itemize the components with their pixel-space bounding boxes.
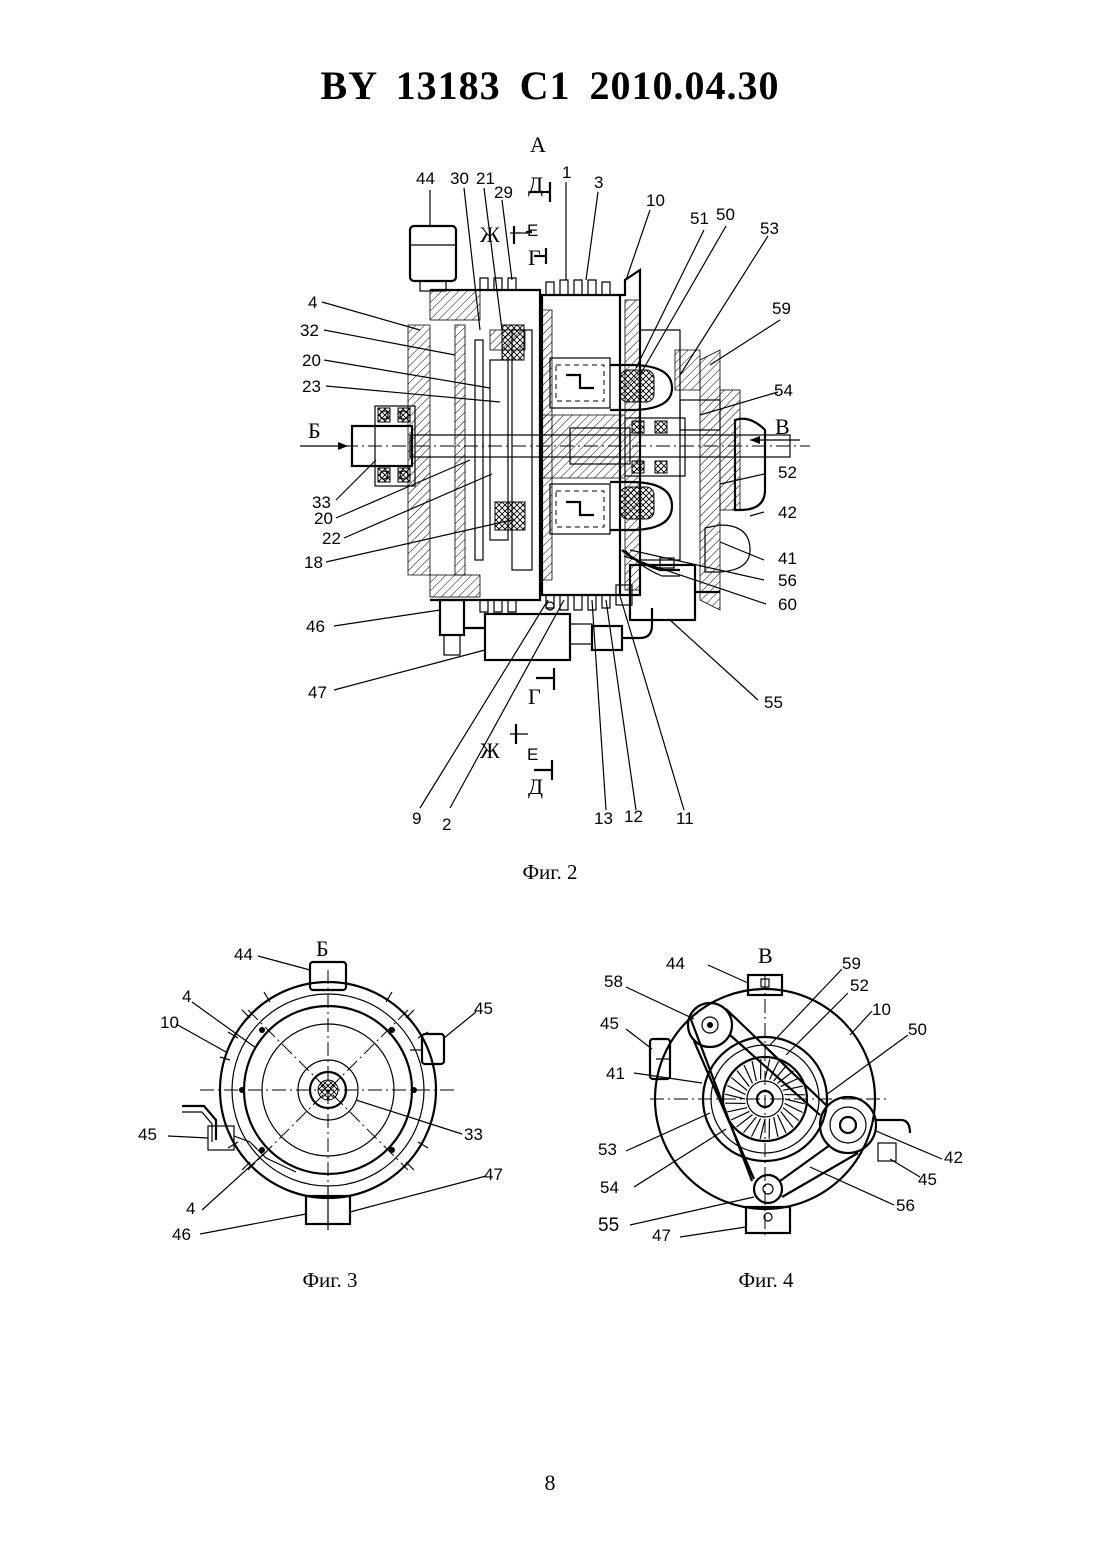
document-header: BY 13183 C1 2010.04.30 <box>0 62 1100 109</box>
fig4-callout-45-right: 45 <box>918 1170 937 1189</box>
figure-2-drawing: А <box>280 130 840 840</box>
callout-60: 60 <box>778 595 797 614</box>
view-label-b: Б <box>316 936 329 961</box>
fig3-callout-44: 44 <box>234 945 253 964</box>
figure-4-drawing: В <box>590 935 980 1255</box>
callout-11: 11 <box>676 809 694 828</box>
fan-blade <box>774 1117 778 1137</box>
view-arrow-v: В <box>775 414 790 439</box>
fig3-callout-33: 33 <box>464 1125 483 1144</box>
fig4-callout-41: 41 <box>606 1064 625 1083</box>
callout-21: 21 <box>476 169 495 188</box>
callout-53: 53 <box>760 219 779 238</box>
callout-44: 44 <box>416 169 435 188</box>
callout-4: 4 <box>308 293 317 312</box>
callout-59: 59 <box>772 299 791 318</box>
callout-42: 42 <box>778 503 797 522</box>
fig3-callout-47: 47 <box>484 1165 503 1184</box>
section-mark-zh-bottom: Ж <box>480 738 500 763</box>
callout-29: 29 <box>494 183 513 202</box>
callout-9: 9 <box>412 809 421 828</box>
fig3-callout-4-top: 4 <box>182 987 191 1006</box>
callout-52: 52 <box>778 463 797 482</box>
callout-56: 56 <box>778 571 797 590</box>
callout-32: 32 <box>300 321 319 340</box>
section-mark-e-bottom: Е <box>527 745 538 764</box>
callout-46: 46 <box>306 617 325 636</box>
callout-41: 41 <box>778 549 797 568</box>
callout-12: 12 <box>624 807 643 826</box>
callout-1: 1 <box>562 163 571 182</box>
callout-50: 50 <box>716 205 735 224</box>
view-label-a: А <box>530 132 546 157</box>
callout-20-bottom: 20 <box>314 509 333 528</box>
fan-blade <box>727 1108 747 1112</box>
fig4-callout-50: 50 <box>908 1020 927 1039</box>
section-mark-d-top: Д <box>528 172 543 197</box>
fig4-callout-56: 56 <box>896 1196 915 1215</box>
fan-blade <box>752 1061 756 1081</box>
fig4-callout-44: 44 <box>666 954 685 973</box>
callout-13: 13 <box>594 809 613 828</box>
fig4-callout-47: 47 <box>652 1226 671 1245</box>
callout-55: 55 <box>764 693 783 712</box>
callout-30: 30 <box>450 169 469 188</box>
section-mark-d-bottom: Д <box>528 774 543 799</box>
fig4-callout-52: 52 <box>850 976 869 995</box>
fig4-callout-59: 59 <box>842 954 861 973</box>
section-mark-g-bottom: Г <box>528 684 541 709</box>
fig4-callout-42: 42 <box>944 1148 963 1167</box>
page-number: 8 <box>0 1470 1100 1496</box>
fig3-callout-46: 46 <box>172 1225 191 1244</box>
section-mark-e-top: Е <box>527 221 538 240</box>
fig3-callout-4-bottom: 4 <box>186 1199 195 1218</box>
fan-blade <box>760 1119 765 1139</box>
view-label-v: В <box>758 943 773 968</box>
callout-23: 23 <box>302 377 321 396</box>
fan-blade <box>725 1094 745 1099</box>
fig4-callout-45-left: 45 <box>600 1014 619 1033</box>
callout-51: 51 <box>690 209 709 228</box>
callout-18: 18 <box>304 553 323 572</box>
callout-20-top: 20 <box>302 351 321 370</box>
view-arrow-b: Б <box>308 418 321 443</box>
callout-3: 3 <box>594 173 603 192</box>
fig4-callout-10: 10 <box>872 1000 891 1019</box>
figure-2-caption: Фиг. 2 <box>470 860 630 885</box>
fig4-callout-53: 53 <box>598 1140 617 1159</box>
fig4-callout-58: 58 <box>604 972 623 991</box>
fig3-callout-10: 10 <box>160 1013 179 1032</box>
fig4-callout-54: 54 <box>600 1178 619 1197</box>
callout-2: 2 <box>442 815 451 834</box>
fig3-callout-45-right: 45 <box>474 999 493 1018</box>
fig3-callout-45-left: 45 <box>138 1125 157 1144</box>
figure-4-caption: Фиг. 4 <box>696 1268 836 1293</box>
callout-54: 54 <box>774 381 793 400</box>
callout-22: 22 <box>322 529 341 548</box>
callout-47: 47 <box>308 683 327 702</box>
section-mark-g-top: Г <box>528 245 541 270</box>
fig4-callout-55: 55 <box>598 1215 619 1236</box>
callout-10: 10 <box>646 191 665 210</box>
figure-3-caption: Фиг. 3 <box>260 1268 400 1293</box>
figure-3-drawing: Б 4 <box>130 930 520 1260</box>
